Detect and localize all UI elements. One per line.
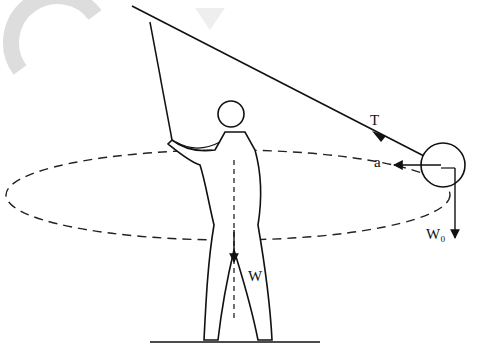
- weight-line: [233, 160, 234, 318]
- thrower-arm: [176, 142, 220, 148]
- acceleration-label: a: [372, 154, 383, 171]
- thrower-head: [218, 101, 244, 127]
- handle: [150, 22, 172, 140]
- watermark-arc: [11, 0, 95, 70]
- ground-line: [150, 341, 320, 343]
- weight-label: W: [246, 268, 264, 285]
- watermark-mark: [195, 8, 225, 30]
- tension-label: T: [368, 112, 381, 129]
- ball-weight-lead: [441, 167, 455, 168]
- hammer-wire: [132, 6, 424, 156]
- weight-arrow: [233, 230, 234, 262]
- ball-weight-label: W₀: [424, 226, 447, 243]
- acceleration-arrow: [394, 164, 441, 165]
- thrower-body: [168, 132, 272, 340]
- tension-arrowhead: [372, 131, 386, 142]
- ball-weight-arrow: [454, 168, 455, 238]
